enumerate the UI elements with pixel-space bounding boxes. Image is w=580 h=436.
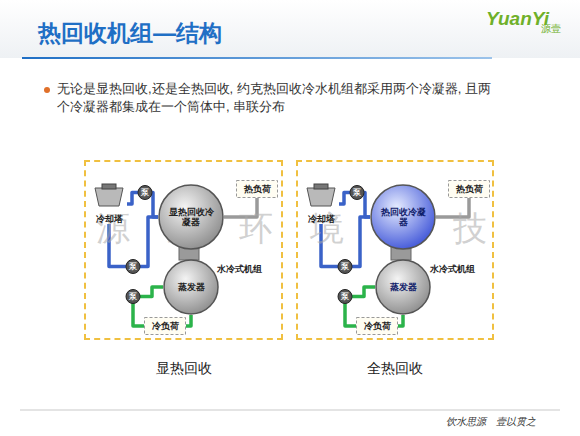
component-node: 热负荷: [236, 180, 278, 198]
component-node: 热负荷: [448, 180, 490, 198]
pump-body: [350, 186, 364, 200]
text-holder: 热负荷: [448, 180, 490, 198]
panel-caption: 全热回收: [298, 360, 492, 378]
pump-label: 泵: [129, 262, 137, 271]
pipe-connector: [127, 193, 138, 205]
pipe-connector: [140, 287, 163, 297]
logo-chinese: 源壹: [541, 22, 561, 36]
pipe-connector: [339, 193, 350, 205]
component-node: 显热回收冷凝器: [158, 184, 224, 250]
text-holder: 泵: [338, 290, 352, 303]
pump-label: 泵: [341, 262, 349, 271]
component-node: 泵: [126, 260, 140, 273]
system-panel: 显热回收冷却塔泵热负荷显热回收冷凝器泵蒸发器泵冷负荷: [84, 160, 283, 340]
load-box: [357, 318, 398, 335]
component-label: 蒸发器: [390, 282, 417, 292]
pump-body: [126, 260, 140, 274]
pump-body: [338, 260, 352, 274]
pipe-connector: [133, 303, 144, 326]
text-holder: 冷负荷: [144, 317, 186, 335]
tower-fan: [314, 184, 328, 189]
pipe-connector: [186, 315, 191, 326]
component-label: 冷却塔: [96, 214, 123, 224]
component-label: 冷负荷: [152, 321, 179, 331]
vessel-outline: [376, 260, 430, 314]
component-label: 冷负荷: [364, 321, 391, 331]
pipe-connector: [345, 303, 356, 326]
bullet-dot: [44, 87, 50, 93]
component-node: 泵: [338, 260, 352, 273]
footer-slogan: 饮水思源 壹以贯之: [446, 415, 536, 429]
watermark: 源 壹 环 境 科 技: [96, 206, 501, 252]
vessel-outline: [164, 260, 218, 314]
pump-label: 泵: [141, 188, 149, 197]
bullet-text: 无论是显热回收,还是全热回收, 约克热回收冷水机组都采用两个冷凝器, 且两个冷凝…: [57, 80, 497, 116]
unit-label: 水冷式机组: [217, 263, 262, 276]
component-label: 冷却塔: [308, 214, 335, 224]
text-holder: 蒸发器: [163, 259, 219, 315]
vessel-outline: [159, 185, 223, 249]
text-holder: 热回收冷凝器: [370, 184, 436, 250]
system-panel: 全热回收冷却塔泵热负荷热回收冷凝器泵蒸发器泵冷负荷: [296, 160, 494, 340]
text-holder: 泵: [338, 260, 352, 273]
component-node: 泵: [350, 186, 364, 199]
text-holder: 泵: [126, 290, 140, 303]
component-node: 泵: [138, 186, 152, 199]
tower-body: [95, 188, 123, 206]
pump-body: [126, 290, 140, 304]
slide-title: 热回收机组—结构: [38, 18, 222, 49]
tower-fan: [102, 184, 116, 189]
text-holder: 泵: [126, 260, 140, 273]
load-box: [145, 318, 186, 335]
vessel-outline: [371, 185, 435, 249]
pump-label: 泵: [129, 292, 137, 301]
pump-label: 泵: [353, 188, 361, 197]
component-node: 蒸发器: [375, 259, 431, 315]
header-band: [0, 0, 580, 58]
unit-label: 水冷式机组: [430, 263, 475, 276]
component-node: 冷负荷: [144, 317, 186, 335]
component-label: 热回收冷凝器: [378, 207, 428, 228]
footer-rule: [20, 410, 560, 411]
component-node: 泵: [338, 290, 352, 303]
pump-body: [138, 186, 152, 200]
text-holder: 蒸发器: [375, 259, 431, 315]
component-node: 冷却塔: [303, 184, 339, 224]
component-node: 冷却塔: [91, 184, 127, 224]
load-box: [449, 181, 490, 198]
tower-body: [307, 188, 335, 206]
text-holder: 热负荷: [236, 180, 278, 198]
component-node: 泵: [126, 290, 140, 303]
component-label: 热负荷: [244, 184, 271, 194]
pipe-connector: [352, 287, 375, 297]
text-holder: 冷却塔: [303, 184, 339, 224]
text-holder: 冷负荷: [356, 317, 398, 335]
pump-body: [338, 290, 352, 304]
text-holder: 显热回收冷凝器: [158, 184, 224, 250]
text-holder: 泵: [138, 186, 152, 199]
component-label: 蒸发器: [178, 282, 205, 292]
pipe-connector: [398, 315, 403, 326]
logo-text: YuanYi: [486, 8, 549, 30]
component-label: 显热回收冷凝器: [166, 207, 216, 228]
pump-label: 泵: [341, 292, 349, 301]
component-node: 冷负荷: [356, 317, 398, 335]
text-holder: 冷却塔: [91, 184, 127, 224]
panel-caption: 显热回收: [86, 360, 281, 378]
header-rule: [22, 57, 492, 59]
component-node: 热回收冷凝器: [370, 184, 436, 250]
component-node: 蒸发器: [163, 259, 219, 315]
text-holder: 泵: [350, 186, 364, 199]
load-box: [237, 181, 278, 198]
component-label: 热负荷: [456, 184, 483, 194]
